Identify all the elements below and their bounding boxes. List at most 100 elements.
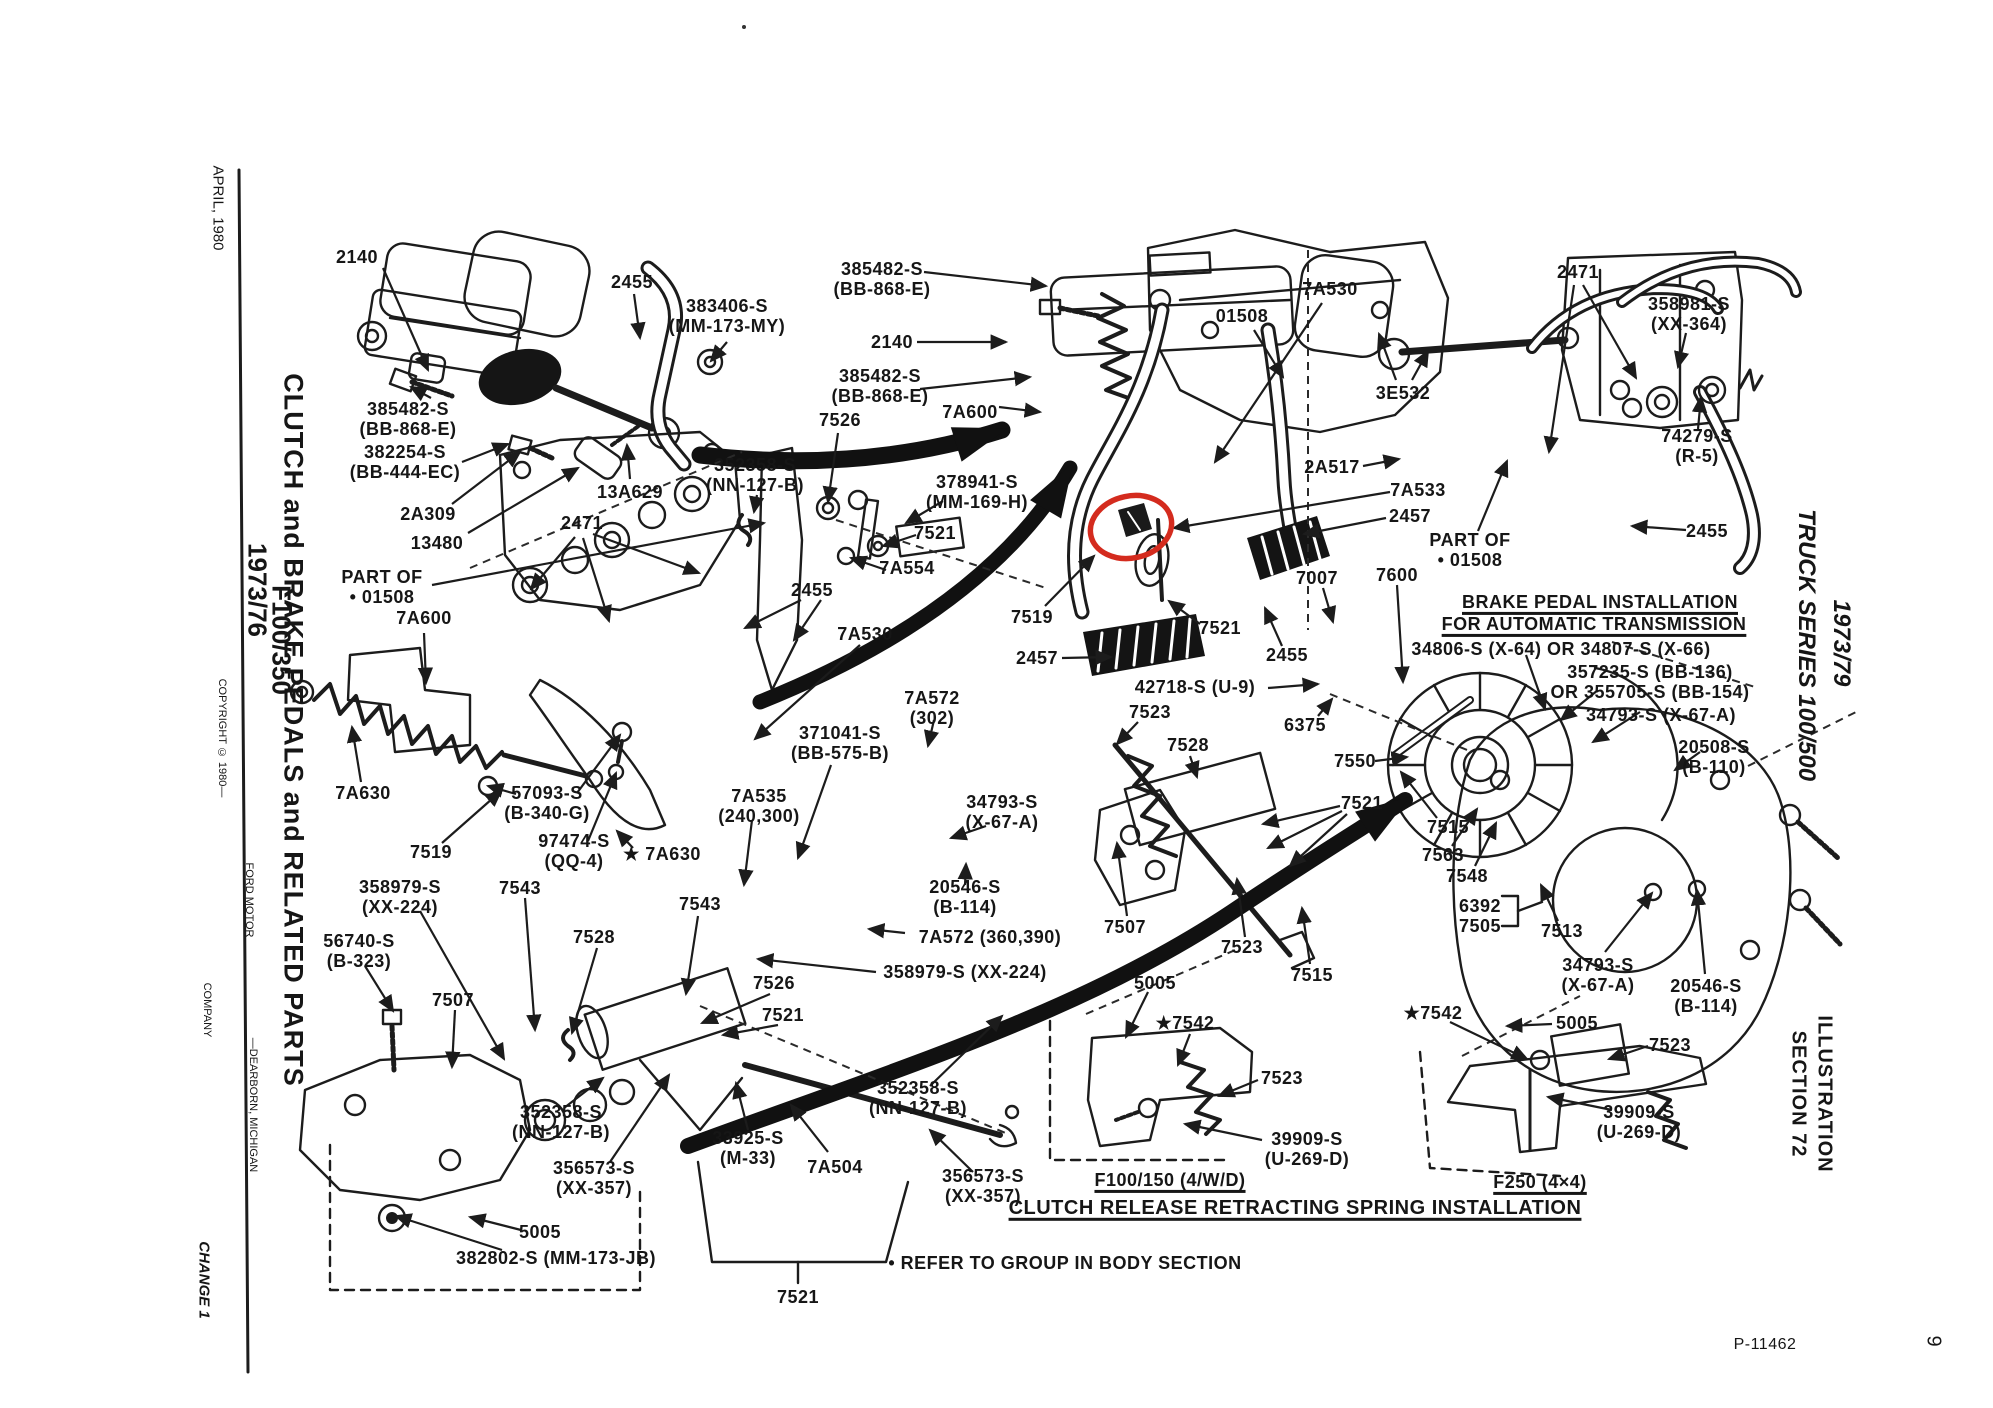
part-label: 356573-S (XX-357) (552, 1157, 636, 1198)
margin-copyright-line3: COMPANY (201, 982, 213, 1038)
page-subtitle-years: 1973/76 (242, 543, 273, 637)
part-label: 7519 (409, 841, 453, 862)
part-label: • REFER TO GROUP IN BODY SECTION (888, 1252, 1242, 1273)
part-label: 7A572 (360,390) (918, 926, 1062, 947)
construction-lines (469, 250, 1857, 1135)
part-label: 7507 (431, 989, 475, 1010)
part-label: 34806-S (X-64) OR 34807-S (X-66) (1411, 638, 1711, 659)
part-label: 7528 (1166, 734, 1210, 755)
part-label: 371041-S (BB-575-B) (790, 722, 890, 763)
part-label: 2140 (870, 331, 914, 352)
part-label: 358981-S (XX-364) (1647, 293, 1731, 334)
truck-series-line2: TRUCK SERIES 100/500 (1793, 508, 1820, 782)
part-label: 42718-S (U-9) (1134, 676, 1256, 697)
part-label: 6392 (1458, 895, 1502, 916)
part-label: 7600 (1375, 564, 1419, 585)
part-label: 7543 (498, 877, 542, 898)
part-label: 352358-S (NN-127-B) (511, 1101, 611, 1142)
part-label: 2471 (560, 512, 604, 533)
part-label: 7523 (1220, 936, 1264, 957)
part-label: 358979-S (XX-224) (358, 876, 442, 917)
part-label: 7550 (1333, 750, 1377, 771)
part-label: 20546-S (B-114) (1670, 975, 1742, 1016)
part-label: 13A629 (596, 481, 664, 502)
part-label: 7A630 (335, 782, 391, 803)
part-label: 7528 (572, 926, 616, 947)
part-label: 383406-S (MM-173-MY) (668, 295, 786, 336)
part-label: 5005 (518, 1221, 562, 1242)
part-label: 57093-S (B-340-G) (504, 782, 590, 823)
part-label: 7521 (761, 1004, 805, 1025)
margin-date: APRIL, 1980 (209, 165, 227, 251)
part-label: 7521 (776, 1286, 820, 1307)
part-label: F100/150 (4/W/D) (1094, 1169, 1246, 1190)
part-label: 7563 (1421, 844, 1465, 865)
part-label: 34793-S (X-67-A) (965, 791, 1039, 832)
part-label: 2455 (1265, 644, 1309, 665)
part-label: 7515 (1426, 816, 1470, 837)
margin-copyright-line1: COPYRIGHT © 1980— (216, 678, 228, 798)
part-label: 7543 (678, 893, 722, 914)
part-label: 3E532 (1375, 382, 1431, 403)
part-label: 356573-S (XX-357) (941, 1165, 1025, 1206)
part-label: PART OF • 01508 (1429, 529, 1511, 570)
part-label: 7A535 (240,300) (718, 785, 800, 826)
part-label: 20546-S (B-114) (929, 876, 1001, 917)
part-label: 352358-S (NN-127-B) (705, 454, 805, 495)
part-label: 5005 (1133, 972, 1177, 993)
part-label: 385482-S (BB-868-E) (359, 398, 457, 439)
part-label: FOR AUTOMATIC TRANSMISSION (1441, 613, 1747, 634)
page-number: 9 (1922, 1335, 1945, 1347)
part-label: 7526 (752, 972, 796, 993)
part-label: 2455 (1685, 520, 1729, 541)
part-label: 378941-S (MM-169-H) (926, 471, 1028, 512)
margin-copyright-line2: FORD MOTOR (243, 862, 255, 938)
sweep-arrow-bottom (680, 792, 1413, 1154)
part-label: 2A309 (400, 503, 456, 524)
part-label: 2455 (790, 579, 834, 600)
page-title: CLUTCH and BRAKE PEDALS and RELATED PART… (278, 373, 309, 1087)
part-label: 7523 (1128, 701, 1172, 722)
part-label: 34793-S (X-67-A) (1561, 954, 1635, 995)
part-label: 7523 (1648, 1034, 1692, 1055)
part-label: OR 355705-S (BB-154) (1550, 681, 1750, 702)
part-label: 352358-S (NN-127-B) (868, 1077, 968, 1118)
part-label: 7A530 (1302, 278, 1358, 299)
part-label: ★ 7A630 (623, 843, 701, 864)
part-label: 2140 (335, 246, 379, 267)
part-label: 7526 (818, 409, 862, 430)
part-label: 2A517 (1304, 456, 1360, 477)
part-label: 7A530 (837, 623, 893, 644)
section-label-line1: ILLUSTRATION (1813, 1015, 1836, 1173)
part-label: 13480 (410, 532, 464, 553)
part-label: 2457 (1388, 505, 1432, 526)
part-label: CLUTCH RELEASE RETRACTING SPRING INSTALL… (1008, 1196, 1582, 1219)
part-label: 358979-S (XX-224) (883, 961, 1047, 982)
change-note: CHANGE 1 (195, 1241, 213, 1319)
part-label: 7A504 (807, 1156, 863, 1177)
part-label: 357235-S (BB-136) (1567, 661, 1733, 682)
page-subtitle-model: F100/350 (266, 585, 297, 695)
part-label: 97474-S (QQ-4) (538, 830, 610, 871)
sweep-arrow-top (691, 421, 1011, 470)
part-label: 34793-S (X-67-A) (1585, 704, 1737, 725)
part-label: 7521 (1198, 617, 1242, 638)
part-label: 7A600 (942, 401, 998, 422)
part-label: BRAKE PEDAL INSTALLATION (1462, 591, 1738, 612)
part-label: 01508 (1215, 305, 1269, 326)
part-label: 7521 (1340, 792, 1384, 813)
part-label: ★7542 (1155, 1012, 1215, 1033)
callout-leader-lines (346, 267, 1708, 1252)
part-label: F250 (4×4) (1493, 1171, 1587, 1192)
part-label: 7523 (1260, 1067, 1304, 1088)
part-label: 7513 (1540, 920, 1584, 941)
part-label: 7A533 (1390, 479, 1446, 500)
part-label: 385482-S (BB-868-E) (831, 365, 929, 406)
part-label: 2457 (1015, 647, 1059, 668)
part-label: 7519 (1010, 606, 1054, 627)
part-label: 7A554 (879, 557, 935, 578)
part-label: 39909-S (U-269-D) (1264, 1128, 1350, 1169)
part-label: 7007 (1295, 567, 1339, 588)
